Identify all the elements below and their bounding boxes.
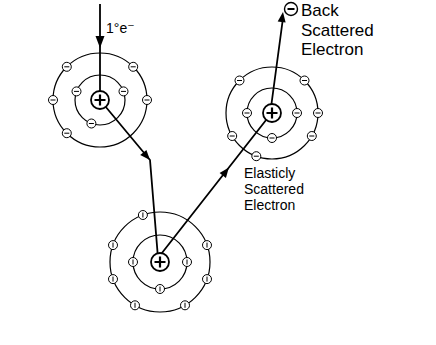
path-arrowheads (96, 12, 286, 178)
electrons (228, 76, 323, 161)
electron-path (100, 4, 283, 258)
electron-symbol (285, 3, 298, 16)
elastic-scattered-label: Elasticly Scattered Electron (244, 165, 330, 213)
electrons (109, 211, 212, 310)
back-scattered-label: Back Scattered Electron (301, 1, 401, 60)
incident-electron-label: 1°e⁻ (106, 20, 135, 36)
electrons (49, 62, 152, 137)
